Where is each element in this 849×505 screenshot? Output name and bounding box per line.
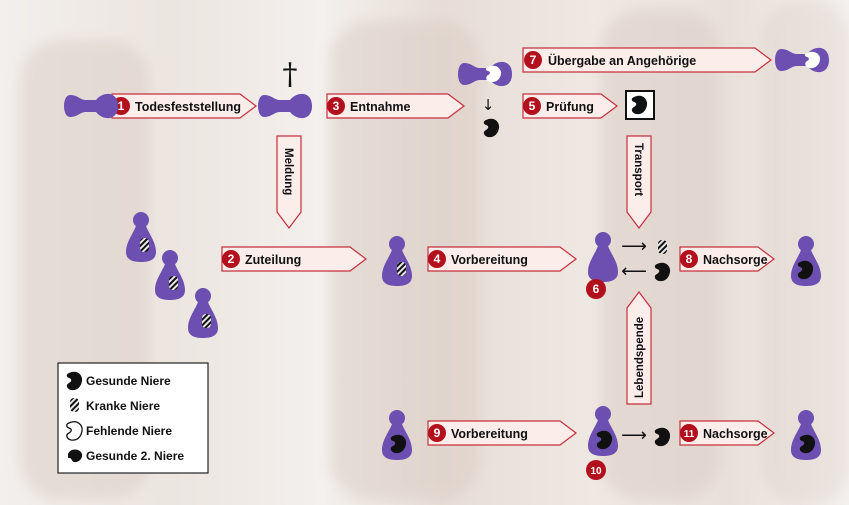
living-aftercare-person-icon bbox=[791, 410, 821, 460]
legend-label: Gesunde Niere bbox=[86, 374, 171, 388]
step-4-badge bbox=[428, 250, 446, 268]
step-3-label: Entnahme bbox=[350, 100, 410, 114]
aftercare-person-icon bbox=[791, 236, 821, 286]
left-arrow-icon: ⟵ bbox=[621, 261, 647, 282]
meldung-label: Meldung bbox=[282, 148, 294, 195]
kidney-icon bbox=[483, 118, 500, 138]
step-11-number: 11 bbox=[684, 429, 695, 440]
step-7-label: Übergabe an Angehörige bbox=[548, 53, 696, 68]
step-2-label: Zuteilung bbox=[245, 253, 301, 267]
transplant-recipient-icon bbox=[588, 232, 618, 282]
step-5-label: Prüfung bbox=[546, 100, 594, 114]
step-9-label: Vorbereitung bbox=[451, 427, 528, 441]
diseased-kidney-icon bbox=[658, 240, 667, 254]
step-11-label: Nachsorge bbox=[703, 427, 768, 441]
missing-kidney-icon bbox=[66, 421, 83, 441]
step-9-arrow: 9 Vorbereitung bbox=[427, 420, 577, 446]
step-1-label: Todesfeststellung bbox=[135, 100, 241, 114]
living-donor-icon bbox=[382, 410, 412, 460]
step-1-number: 1 bbox=[118, 99, 125, 113]
right-arrow-icon: ⟶ bbox=[621, 425, 647, 446]
legend-label: Kranke Niere bbox=[86, 399, 160, 413]
waiting-recipient-icon bbox=[188, 288, 218, 338]
step-1-arrow: 1 Todesfeststellung bbox=[111, 93, 257, 119]
step-2-arrow: 2 Zuteilung bbox=[221, 246, 367, 272]
step-3-arrow: 3 Entnahme bbox=[326, 93, 465, 119]
step-5-arrow: 5 Prüfung bbox=[522, 93, 618, 119]
step-11-badge bbox=[680, 424, 698, 442]
step-4-number: 4 bbox=[434, 252, 441, 266]
selected-recipient-icon bbox=[382, 236, 412, 286]
step-8-badge bbox=[680, 250, 698, 268]
meldung-arrow: Meldung bbox=[276, 135, 302, 229]
waiting-recipient-icon bbox=[126, 212, 156, 262]
step-3-number: 3 bbox=[333, 99, 340, 113]
new-kidney-icon bbox=[654, 262, 671, 282]
step-10-number: 10 bbox=[590, 466, 602, 477]
lebendspende-label: Lebendspende bbox=[634, 317, 646, 398]
deceased-donor-icon bbox=[258, 93, 312, 119]
step-3-badge bbox=[327, 97, 345, 115]
relatives-person-icon bbox=[775, 47, 829, 73]
step-6-number: 6 bbox=[593, 282, 600, 296]
step-11-arrow: 11 Nachsorge bbox=[679, 420, 775, 446]
step-4-label: Vorbereitung bbox=[451, 253, 528, 267]
donor-person-icon bbox=[64, 93, 118, 119]
step-8-label: Nachsorge bbox=[703, 253, 768, 267]
donor-kidney-removed-icon bbox=[458, 61, 512, 87]
step-4-arrow: 4 Vorbereitung bbox=[427, 246, 577, 272]
down-arrow-icon: ↓ bbox=[482, 96, 495, 114]
step-9-number: 9 bbox=[434, 426, 441, 440]
step-7-badge bbox=[524, 51, 542, 69]
transport-arrow: Transport bbox=[626, 135, 652, 229]
step-10-badge bbox=[586, 460, 606, 480]
cross-icon: † bbox=[283, 57, 298, 92]
right-arrow-icon: ⟶ bbox=[621, 236, 647, 257]
step-5-number: 5 bbox=[529, 99, 536, 113]
step-8-arrow: 8 Nachsorge bbox=[679, 246, 775, 272]
transport-label: Transport bbox=[632, 143, 644, 196]
step-5-badge bbox=[523, 97, 541, 115]
step-9-badge bbox=[428, 424, 446, 442]
diseased-kidney-icon bbox=[70, 398, 79, 412]
step-7-arrow: 7 Übergabe an Angehörige bbox=[522, 47, 772, 73]
waiting-recipient-icon bbox=[155, 250, 185, 300]
step-2-badge bbox=[222, 250, 240, 268]
legend-box bbox=[57, 362, 209, 474]
step-6-badge bbox=[586, 279, 606, 299]
step-7-number: 7 bbox=[530, 53, 537, 67]
legend-label: Gesunde 2. Niere bbox=[86, 449, 184, 463]
step-8-number: 8 bbox=[686, 252, 693, 266]
donated-kidney-icon bbox=[654, 427, 671, 447]
legend: Gesunde Niere Kranke Niere Fehlende Nier… bbox=[57, 362, 209, 474]
legend-label: Fehlende Niere bbox=[86, 424, 172, 438]
second-kidney-icon bbox=[68, 449, 83, 463]
lebendspende-arrow: Lebendspende bbox=[626, 291, 652, 405]
step-2-number: 2 bbox=[228, 252, 235, 266]
